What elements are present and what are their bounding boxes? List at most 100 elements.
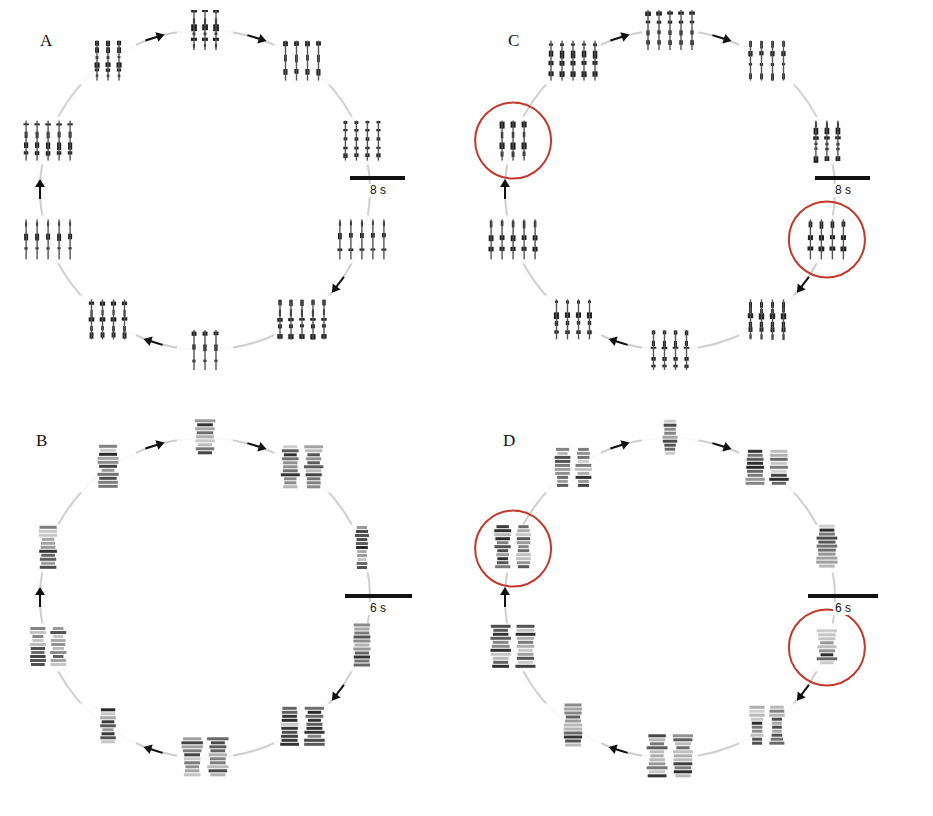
harmonic-band — [354, 656, 370, 659]
harmonic-band — [306, 469, 321, 472]
arrow-shaft — [801, 685, 809, 696]
harmonic-band — [665, 448, 676, 451]
harmonic-band — [196, 447, 215, 450]
harmonic-band — [517, 529, 529, 532]
harmonic-band — [197, 423, 213, 426]
harmonic-band — [305, 449, 322, 452]
snippet-ground — [485, 117, 541, 165]
syllable-stem — [215, 330, 216, 370]
harmonic-band — [354, 664, 370, 667]
snippet-ground — [545, 295, 601, 343]
harmonic-band — [747, 462, 763, 465]
syllable-stem — [361, 219, 362, 259]
harmonic-band — [307, 453, 320, 456]
harmonic-band — [184, 757, 201, 760]
harmonic-band — [578, 472, 590, 475]
harmonic-band — [184, 753, 200, 756]
harmonic-band — [664, 424, 677, 427]
harmonic-band — [357, 538, 368, 541]
harmonic-band — [752, 726, 763, 729]
harmonic-band — [770, 458, 787, 461]
harmonic-band — [752, 730, 762, 733]
syllable-stem — [296, 41, 297, 81]
syllable-stem — [523, 219, 524, 259]
snippet-ground — [642, 734, 698, 782]
harmonic-band — [663, 436, 678, 439]
snippet-ground — [799, 215, 855, 263]
harmonic-band — [517, 541, 531, 544]
arrow-head — [257, 34, 266, 44]
harmonic-band — [207, 765, 228, 768]
harmonic-band — [557, 480, 568, 483]
syllable-stem — [589, 299, 590, 339]
harmonic-band — [818, 633, 836, 636]
harmonic-band — [649, 762, 665, 765]
harmonic-band — [100, 716, 116, 719]
scale-bar — [815, 176, 870, 180]
harmonic-band — [284, 453, 297, 456]
syllable-stem — [285, 41, 286, 81]
harmonic-band — [210, 749, 225, 752]
arrow-shaft — [149, 749, 162, 753]
harmonic-band — [41, 562, 55, 565]
harmonic-band — [817, 645, 836, 648]
arrow-shaft — [610, 444, 623, 448]
harmonic-band — [820, 641, 834, 644]
syllable-stem — [680, 10, 681, 50]
arrow-shaft — [145, 36, 158, 40]
harmonic-band — [772, 722, 782, 725]
harmonic-band — [518, 545, 528, 548]
harmonic-band — [30, 627, 45, 630]
harmonic-band — [493, 633, 509, 636]
syllable-stem — [124, 299, 125, 339]
snippet-ground — [485, 623, 541, 671]
arrow-head — [500, 587, 510, 595]
scale-label: 8 s — [833, 184, 853, 197]
harmonic-band — [772, 730, 782, 733]
highlight-circle — [475, 511, 551, 587]
syllable-stem — [323, 299, 324, 339]
harmonic-band — [282, 715, 297, 718]
syllable-stem — [318, 41, 319, 81]
arrow-head — [797, 691, 806, 700]
harmonic-band — [197, 431, 214, 434]
syllable-stem — [567, 299, 568, 339]
harmonic-band — [647, 746, 668, 749]
harmonic-band — [746, 482, 765, 485]
harmonic-band — [497, 525, 509, 528]
harmonic-band — [517, 657, 534, 660]
harmonic-band — [772, 718, 782, 721]
harmonic-band — [354, 624, 370, 627]
harmonic-band — [495, 545, 511, 548]
syllable-stem — [25, 219, 26, 259]
arrow-head — [609, 745, 618, 755]
arrow-shaft — [39, 185, 41, 199]
harmonic-band — [747, 470, 763, 473]
harmonic-band — [748, 450, 762, 453]
harmonic-band — [676, 746, 689, 749]
harmonic-band — [816, 557, 837, 560]
arrow-shaft — [247, 35, 260, 39]
snippet-ground — [80, 445, 136, 493]
syllable-stem — [279, 299, 280, 339]
harmonic-band — [306, 473, 322, 476]
snippet-ground — [274, 703, 330, 751]
arrow-head — [722, 34, 731, 44]
harmonic-band — [518, 653, 534, 656]
harmonic-band — [518, 641, 533, 644]
syllable-stem — [47, 121, 48, 161]
harmonic-band — [282, 449, 299, 452]
harmonic-band — [752, 738, 762, 741]
snippet-ground — [642, 326, 698, 374]
harmonic-band — [491, 653, 511, 656]
harmonic-band — [183, 737, 201, 740]
snippet-ground — [739, 703, 795, 751]
harmonic-band — [771, 738, 783, 741]
harmonic-band — [769, 478, 789, 481]
harmonic-band — [30, 643, 46, 646]
syllable-stem — [832, 219, 833, 259]
scale-bar — [808, 594, 878, 598]
harmonic-band — [648, 734, 665, 737]
harmonic-band — [771, 474, 787, 477]
